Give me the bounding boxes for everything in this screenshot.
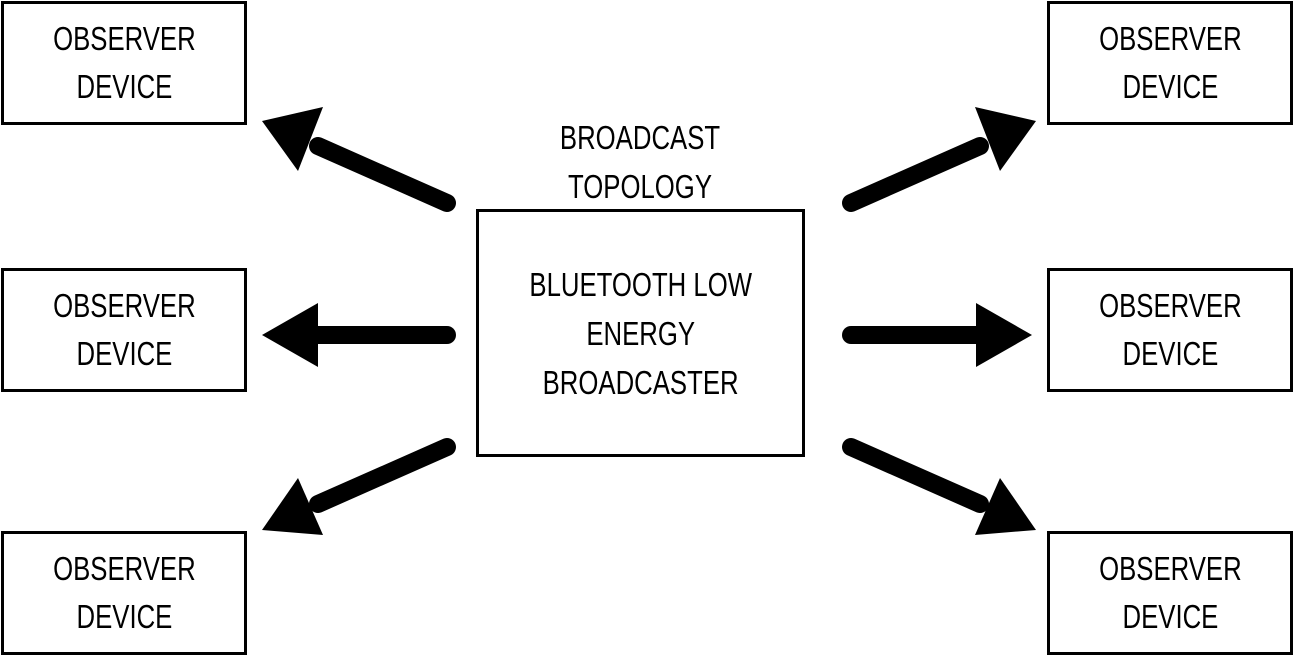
broadcaster-label-line: BROADCASTER bbox=[542, 363, 739, 401]
arrowhead-mr bbox=[976, 303, 1032, 367]
observer-label-line: DEVICE bbox=[76, 335, 172, 372]
topology-label-line: BROADCAST bbox=[559, 119, 721, 156]
arrowhead-br bbox=[975, 478, 1036, 535]
observer-label-line: DEVICE bbox=[1122, 68, 1218, 105]
observer-label-line: OBSERVER bbox=[52, 287, 196, 324]
arrowhead-tr bbox=[975, 107, 1036, 171]
observer-label-line: OBSERVER bbox=[52, 550, 196, 587]
observer-label-line: DEVICE bbox=[1122, 598, 1218, 635]
arrow-to-observer-bl bbox=[309, 438, 456, 513]
observer-device-box-top-left: OBSERVER DEVICE bbox=[1, 1, 247, 125]
arrow-to-observer-br bbox=[842, 438, 989, 513]
observer-device-box-top-right: OBSERVER DEVICE bbox=[1047, 1, 1293, 125]
observer-label-line: OBSERVER bbox=[1098, 550, 1242, 587]
broadcaster-label-line: BLUETOOTH LOW bbox=[529, 265, 752, 303]
observer-device-box-middle-right: OBSERVER DEVICE bbox=[1047, 268, 1293, 392]
observer-label-line: OBSERVER bbox=[1098, 287, 1242, 324]
observer-device-box-bottom-right: OBSERVER DEVICE bbox=[1047, 531, 1293, 655]
observer-label-line: DEVICE bbox=[76, 68, 172, 105]
observer-label-line: DEVICE bbox=[76, 598, 172, 635]
broadcaster-box: BLUETOOTH LOW ENERGY BROADCASTER bbox=[476, 209, 805, 457]
observer-device-box-middle-left: OBSERVER DEVICE bbox=[1, 268, 247, 392]
arrowhead-tl bbox=[262, 107, 323, 171]
topology-label: BROADCAST TOPOLOGY bbox=[520, 113, 760, 211]
arrowhead-ml bbox=[262, 303, 318, 367]
observer-label-line: OBSERVER bbox=[1098, 20, 1242, 57]
arrow-to-observer-tr bbox=[842, 137, 989, 212]
arrowhead-bl bbox=[262, 478, 323, 535]
topology-label-line: TOPOLOGY bbox=[567, 168, 713, 205]
broadcaster-label-line: ENERGY bbox=[586, 314, 695, 352]
arrow-to-observer-tl bbox=[309, 137, 456, 212]
observer-label-line: OBSERVER bbox=[52, 20, 196, 57]
observer-device-box-bottom-left: OBSERVER DEVICE bbox=[1, 531, 247, 655]
observer-label-line: DEVICE bbox=[1122, 335, 1218, 372]
